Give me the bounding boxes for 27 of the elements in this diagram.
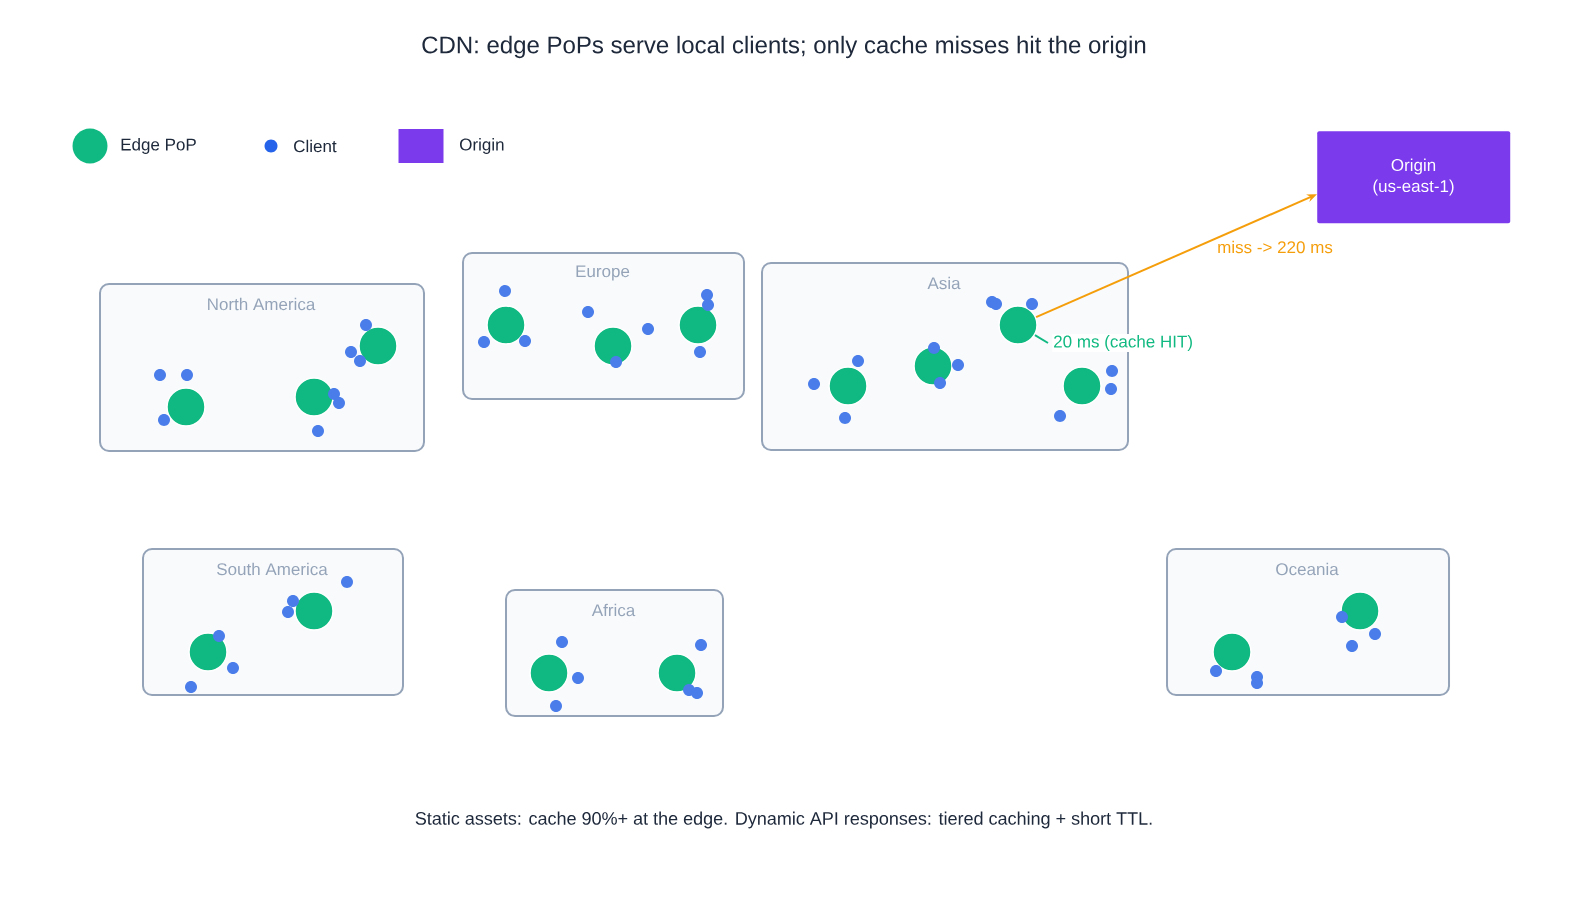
pop-circle [358, 326, 398, 366]
origin-box: Origin (us-east-1) [1317, 131, 1511, 224]
pop-circle [593, 326, 633, 366]
pop-circle [188, 632, 228, 672]
pop-circle [1340, 591, 1380, 631]
pop-circle [529, 653, 569, 693]
pop-circle [1212, 632, 1252, 672]
legend-label: Edge PoP [121, 138, 196, 154]
pop-circle [166, 387, 206, 427]
pop-circle [294, 591, 334, 631]
pop-circle [294, 377, 334, 417]
region-box: Oceania [1166, 548, 1450, 696]
pop-circle [486, 305, 526, 345]
legend-label: Client [294, 139, 337, 153]
region-box: North America [99, 283, 425, 452]
pop-circle [657, 653, 697, 693]
caption: Static assets: cache 90%+ at the edge. Dynamic API responses: tiered caching + short TTL. [415, 811, 1152, 829]
pop-circle [678, 305, 718, 345]
edge-label: 20 ms (cache HIT) [1052, 334, 1195, 352]
title: CDN: edge PoPs serve local clients; only cache misses hit the origin [422, 35, 1146, 59]
pop-circle [998, 305, 1038, 345]
pop-circle [828, 366, 868, 406]
connector-line [1033, 334, 1049, 344]
edge-label: miss -> 220 ms [1216, 239, 1334, 255]
pop-circle [1062, 366, 1102, 406]
legend-label: Origin [460, 138, 504, 154]
region-box: South America [142, 548, 404, 696]
